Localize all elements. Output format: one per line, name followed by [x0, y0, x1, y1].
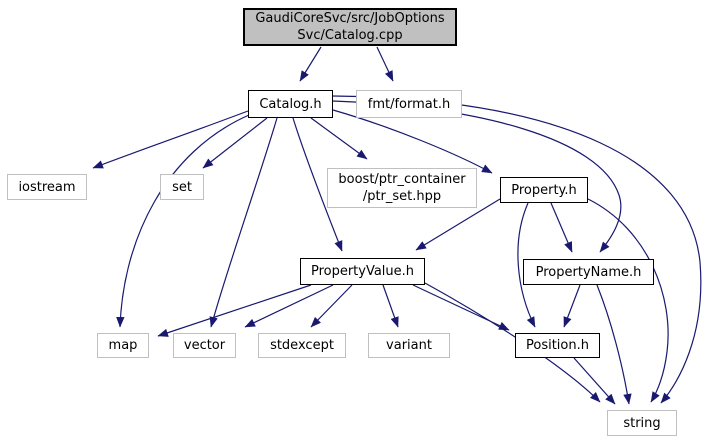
node-map-label: map	[108, 338, 138, 353]
node-position-h[interactable]: Position.h	[515, 333, 600, 358]
node-property-h-label: Property.h	[511, 182, 577, 198]
node-boost-ptr-set-line2: /ptr_set.hpp	[362, 189, 442, 204]
edge-property-h-to-property-name-h	[550, 202, 573, 253]
node-iostream: iostream	[7, 174, 87, 200]
node-catalog-cpp-line2: Svc/Catalog.cpp	[297, 28, 403, 43]
edge-catalog-h-to-string	[332, 95, 702, 404]
node-property-value-h[interactable]: PropertyValue.h	[300, 258, 425, 285]
edge-position-h-to-string	[573, 357, 616, 405]
node-variant: variant	[368, 333, 450, 358]
edge-property-value-h-to-map	[157, 284, 312, 337]
edge-catalog-h-to-set	[202, 117, 268, 169]
edge-property-h-to-position-h	[517, 202, 536, 328]
node-property-name-h[interactable]: PropertyName.h	[523, 259, 654, 285]
node-property-value-h-label: PropertyValue.h	[310, 264, 415, 279]
node-property-name-h-label: PropertyName.h	[535, 264, 642, 280]
node-vector-label: vector	[183, 338, 226, 353]
node-set-label: set	[172, 179, 192, 195]
edge-catalog-cpp-to-catalog-h	[299, 46, 322, 82]
node-vector: vector	[173, 333, 236, 358]
node-catalog-h[interactable]: Catalog.h	[248, 90, 333, 118]
node-catalog-h-label: Catalog.h	[259, 96, 322, 112]
edge-property-h-to-string	[587, 198, 669, 403]
node-set: set	[160, 174, 204, 200]
node-stdexcept: stdexcept	[258, 333, 346, 358]
edge-catalog-h-to-property-value-h	[292, 117, 343, 252]
edge-property-value-h-to-vector	[244, 284, 334, 328]
edge-property-value-h-to-variant	[382, 284, 399, 328]
node-fmt-format-label: fmt/format.h	[367, 96, 451, 112]
edge-catalog-h-to-vector	[209, 117, 278, 328]
edge-property-name-h-to-string	[596, 284, 632, 405]
edge-property-h-to-property-value-h	[415, 198, 501, 251]
node-fmt-format: fmt/format.h	[356, 90, 462, 118]
edge-catalog-cpp-to-fmt-format	[376, 46, 394, 82]
node-variant-label: variant	[386, 338, 432, 353]
node-string-label: string	[623, 415, 661, 431]
node-string: string	[607, 410, 677, 436]
edge-property-name-h-to-position-h	[563, 284, 581, 328]
edge-property-value-h-to-stdexcept	[310, 284, 353, 328]
node-map: map	[97, 333, 149, 358]
edge-catalog-h-to-map	[116, 114, 250, 328]
node-boost-ptr-set-line1: boost/ptr_container	[338, 172, 466, 187]
node-catalog-cpp: GaudiCoreSvc/src/JobOptions Svc/Catalog.…	[243, 8, 457, 46]
node-catalog-cpp-line1: GaudiCoreSvc/src/JobOptions	[255, 11, 445, 26]
edge-catalog-h-to-boost-ptr-set	[310, 117, 368, 160]
node-iostream-label: iostream	[18, 179, 76, 195]
node-property-h[interactable]: Property.h	[500, 177, 588, 203]
node-position-h-label: Position.h	[526, 338, 589, 353]
edge-catalog-h-to-property-h	[332, 109, 493, 174]
node-boost-ptr-set: boost/ptr_container /ptr_set.hpp	[327, 168, 477, 208]
edge-catalog-h-to-iostream	[92, 110, 249, 169]
node-stdexcept-label: stdexcept	[270, 338, 334, 353]
